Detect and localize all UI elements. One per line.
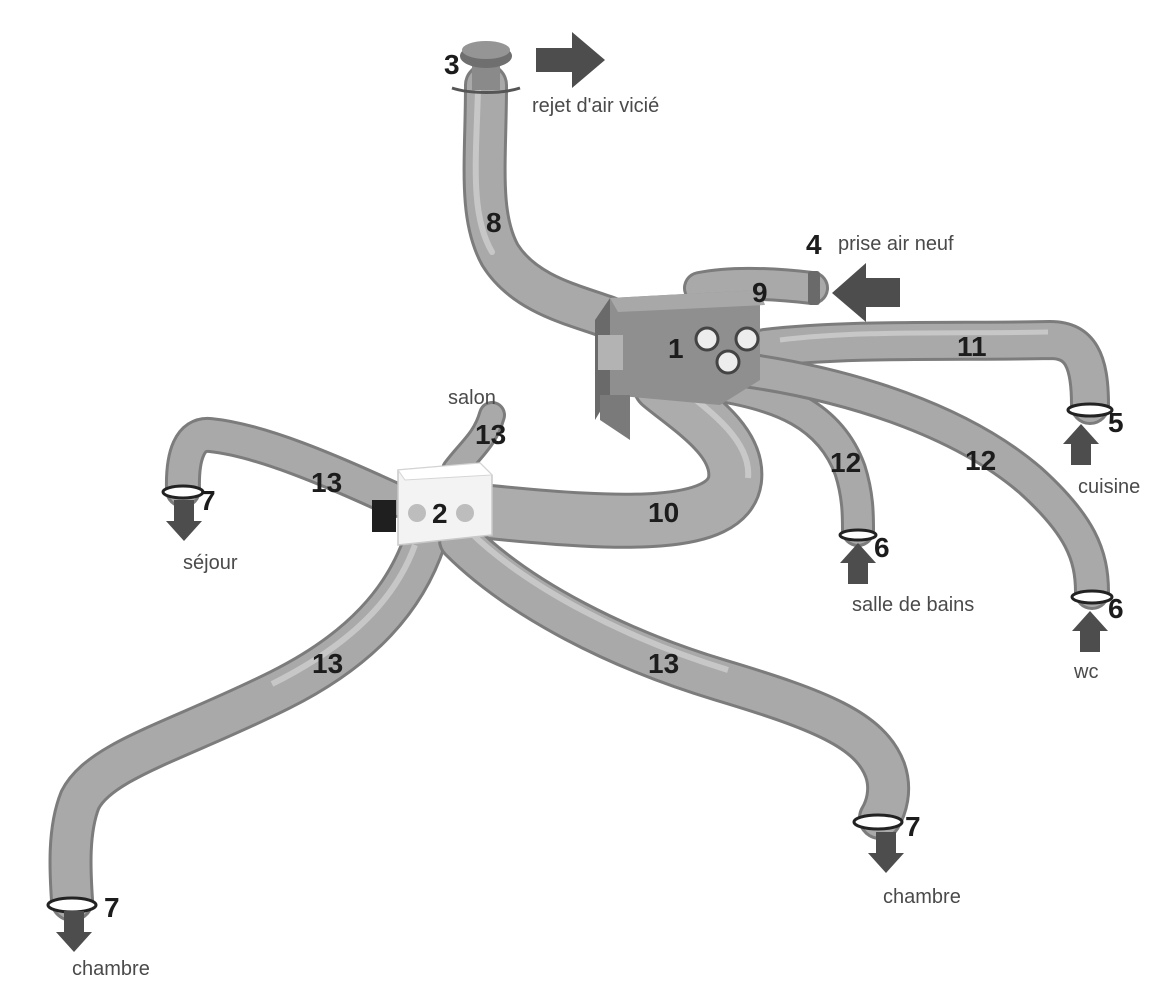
vent-chambre-left xyxy=(48,898,96,912)
num-duct-salle-de-bains: 12 xyxy=(830,447,861,478)
component-numbers: 1 2 3 4 5 6 6 7 7 7 8 9 10 11 12 12 13 1… xyxy=(104,49,1124,923)
vent-sejour xyxy=(163,486,203,498)
vent-wc xyxy=(1072,591,1112,603)
ducts xyxy=(70,85,1092,900)
num-distributor: 2 xyxy=(432,498,448,529)
exhaust-roof-outlet xyxy=(452,41,520,93)
distributor-port-2 xyxy=(456,504,474,522)
num-wc-vent: 6 xyxy=(1108,593,1124,624)
unit-port-1 xyxy=(696,328,718,350)
unit-port-2 xyxy=(736,328,758,350)
arrow-down-sejour xyxy=(166,500,202,541)
duct-chambre-left xyxy=(70,540,425,900)
label-rejet: rejet d'air vicié xyxy=(532,95,659,117)
num-salle-de-bains-vent: 6 xyxy=(874,532,890,563)
label-sejour: séjour xyxy=(183,552,238,574)
unit-port-3 xyxy=(717,351,739,373)
num-duct-exhaust: 8 xyxy=(486,207,502,238)
num-duct-cuisine: 11 xyxy=(957,331,987,362)
num-duct-intake: 9 xyxy=(752,277,768,308)
num-duct-salon: 13 xyxy=(475,419,506,450)
vent-cuisine xyxy=(1068,404,1112,416)
arrow-rejet-right xyxy=(536,32,605,88)
num-chambre-left-vent: 7 xyxy=(104,892,120,923)
num-chambre-right-vent: 7 xyxy=(905,811,921,842)
vent-ends xyxy=(48,404,1112,912)
num-cuisine-vent: 5 xyxy=(1108,407,1124,438)
vent-salle-de-bains xyxy=(840,530,876,540)
label-salle-de-bains: salle de bains xyxy=(852,594,974,616)
num-unit: 1 xyxy=(668,333,684,364)
num-sejour-vent: 7 xyxy=(200,485,216,516)
arrow-up-cuisine xyxy=(1063,424,1099,465)
num-duct-wc: 12 xyxy=(965,445,996,476)
duct-exhaust xyxy=(476,85,610,318)
label-cuisine: cuisine xyxy=(1078,476,1140,498)
label-wc: wc xyxy=(1073,661,1098,683)
label-chambre-right: chambre xyxy=(883,886,961,908)
num-fresh-air-intake: 4 xyxy=(806,229,822,260)
num-duct-chambre-left: 13 xyxy=(312,648,343,679)
label-prise: prise air neuf xyxy=(838,233,954,255)
distributor-port-1 xyxy=(408,504,426,522)
arrow-up-salle-de-bains xyxy=(840,543,876,584)
arrow-up-wc xyxy=(1072,611,1108,652)
num-duct-supply-main: 10 xyxy=(648,497,679,528)
label-salon: salon xyxy=(448,387,496,409)
label-chambre-left: chambre xyxy=(72,958,150,980)
vent-chambre-right xyxy=(854,815,902,829)
arrow-prise-left xyxy=(832,263,900,322)
num-duct-sejour: 13 xyxy=(311,467,342,498)
num-exhaust-outlet: 3 xyxy=(444,49,460,80)
num-duct-chambre-right: 13 xyxy=(648,648,679,679)
